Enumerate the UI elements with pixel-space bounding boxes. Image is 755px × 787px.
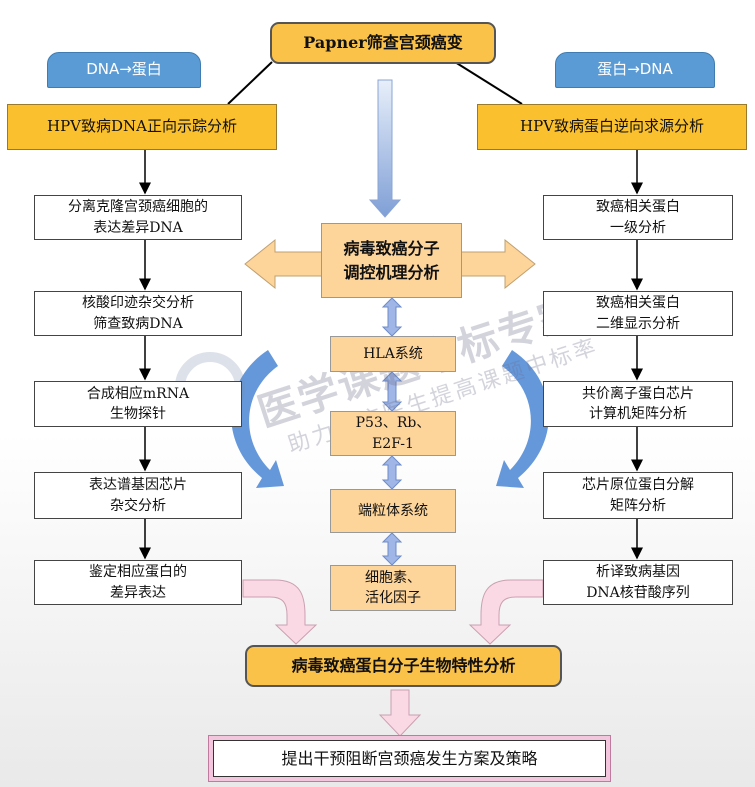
final-strategy-box: 提出干预阻断宫颈癌发生方案及策略 [213, 740, 606, 777]
pink-arrow-down [378, 689, 422, 737]
head-forward-analysis: HPV致病DNA正向示踪分析 [7, 104, 277, 150]
bottom-analysis-box: 病毒致癌蛋白分子生物特性分析 [245, 645, 562, 687]
center-link-0 [381, 297, 403, 337]
center-link-3 [381, 532, 403, 566]
pink-arrow-right [468, 579, 544, 645]
right-step-3: 共价离子蛋白芯片 计算机矩阵分析 [543, 381, 733, 427]
left-step-1: 分离克隆宫颈癌细胞的 表达差异DNA [34, 195, 242, 240]
left-step-3: 合成相应mRNA 生物探针 [34, 381, 242, 427]
center-item-telomere: 端粒体系统 [330, 489, 456, 533]
head-reverse-analysis: HPV致病蛋白逆向求源分析 [477, 104, 747, 150]
right-step-2: 致癌相关蛋白 二维显示分析 [543, 291, 733, 336]
tag-protein-to-dna: 蛋白→DNA [555, 52, 715, 88]
right-step-1: 致癌相关蛋白 一级分析 [543, 195, 733, 240]
center-mechanism-box: 病毒致癌分子 调控机理分析 [321, 223, 462, 298]
right-step-4: 芯片原位蛋白分解 矩阵分析 [543, 472, 733, 519]
pink-arrow-left [242, 579, 318, 645]
left-step-5: 鉴定相应蛋白的 差异表达 [34, 560, 242, 605]
left-step-4: 表达谱基因芯片 杂交分析 [34, 472, 242, 519]
curved-arrow-left [231, 350, 284, 488]
line-top-left [227, 61, 273, 105]
line-top-right [454, 61, 523, 105]
curved-arrow-right [496, 350, 549, 488]
right-step-5: 析译致病基因 DNA核苷酸序列 [543, 560, 733, 605]
center-item-hla: HLA系统 [330, 336, 456, 372]
center-link-1 [381, 371, 403, 412]
papner-screening-box: Papner筛查宫颈癌变 [270, 22, 496, 64]
blue-down-arrow [368, 79, 402, 218]
center-item-p53: P53、Rb、 E2F-1 [330, 411, 456, 456]
center-item-cytokine: 细胞素、 活化因子 [330, 565, 456, 611]
center-link-2 [381, 455, 403, 490]
left-step-2: 核酸印迹杂交分析 筛查致病DNA [34, 291, 242, 336]
tag-dna-to-protein: DNA→蛋白 [47, 52, 201, 88]
